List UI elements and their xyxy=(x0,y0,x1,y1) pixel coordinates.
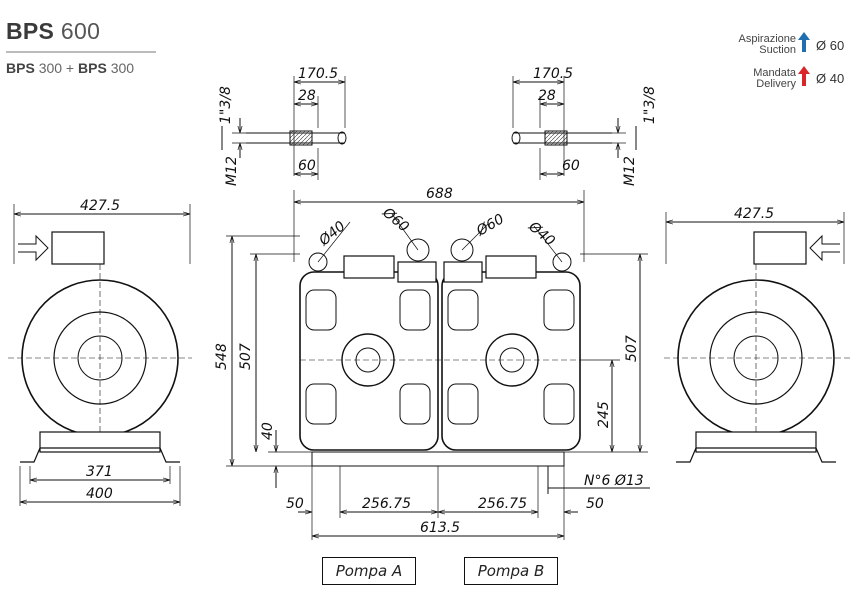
dim-top-left-width: 170.5 xyxy=(298,66,338,82)
top-left-bolt-detail xyxy=(221,76,347,180)
dim-top-left-28: 28 xyxy=(298,88,316,104)
dim-height-507-right: 507 xyxy=(624,335,640,362)
dim-d60-left: Ø60 xyxy=(379,204,412,235)
top-right-bolt-detail xyxy=(511,76,637,180)
dim-bottom-256-right: 256.75 xyxy=(478,496,527,512)
dim-m12-left: M12 xyxy=(224,156,240,186)
dim-bottom-256-left: 256.75 xyxy=(362,496,411,512)
dim-m12-right: M12 xyxy=(622,156,638,186)
dim-top-left-60: 60 xyxy=(298,158,316,174)
dim-d40-left: Ø40 xyxy=(316,218,349,249)
left-side-pump xyxy=(8,204,192,506)
dim-right-side-width: 427.5 xyxy=(734,206,774,222)
port-d40-left xyxy=(308,252,328,272)
port-d60-left xyxy=(406,238,430,262)
dim-thread-left: 1"3/8 xyxy=(218,86,234,124)
dim-bottom-50-left: 50 xyxy=(286,496,304,512)
dim-top-right-60: 60 xyxy=(562,158,580,174)
title-rule xyxy=(6,51,156,53)
dim-height-507-left: 507 xyxy=(238,343,254,370)
right-side-pump xyxy=(664,212,850,463)
page-title: BPS 600 xyxy=(6,18,101,44)
delivery-arrow-icon xyxy=(798,66,810,86)
dim-d40-right: Ø40 xyxy=(525,218,558,249)
dim-bolts-n6-d13: N°6 Ø13 xyxy=(584,473,644,489)
pump-b-label: Pompa B xyxy=(464,557,558,585)
dim-bottom-50-right: 50 xyxy=(586,496,604,512)
dim-base-400: 400 xyxy=(86,486,113,502)
dim-overall-688: 688 xyxy=(426,186,453,202)
dim-base-371: 371 xyxy=(86,464,113,480)
pump-a-label: Pompa A xyxy=(322,557,416,585)
dim-thread-right: 1"3/8 xyxy=(642,86,658,124)
dim-d60-right: Ø60 xyxy=(473,211,507,240)
dim-total-613: 613.5 xyxy=(420,520,460,536)
dim-left-side-width: 427.5 xyxy=(80,198,120,214)
dim-height-40: 40 xyxy=(260,422,276,440)
dim-height-548: 548 xyxy=(214,343,230,370)
port-d40-right xyxy=(552,252,572,272)
front-pump-body xyxy=(299,255,581,467)
dim-height-245: 245 xyxy=(596,401,612,428)
suction-arrow-icon xyxy=(798,32,810,52)
dim-top-right-width: 170.5 xyxy=(533,66,573,82)
port-d60-right xyxy=(450,238,474,262)
dim-top-right-28: 28 xyxy=(538,88,556,104)
legend-suction-value: Ø 60 xyxy=(816,38,845,53)
legend-delivery-value: Ø 40 xyxy=(816,71,845,86)
page-subtitle: BPS 300 + BPS 300 xyxy=(6,60,135,76)
